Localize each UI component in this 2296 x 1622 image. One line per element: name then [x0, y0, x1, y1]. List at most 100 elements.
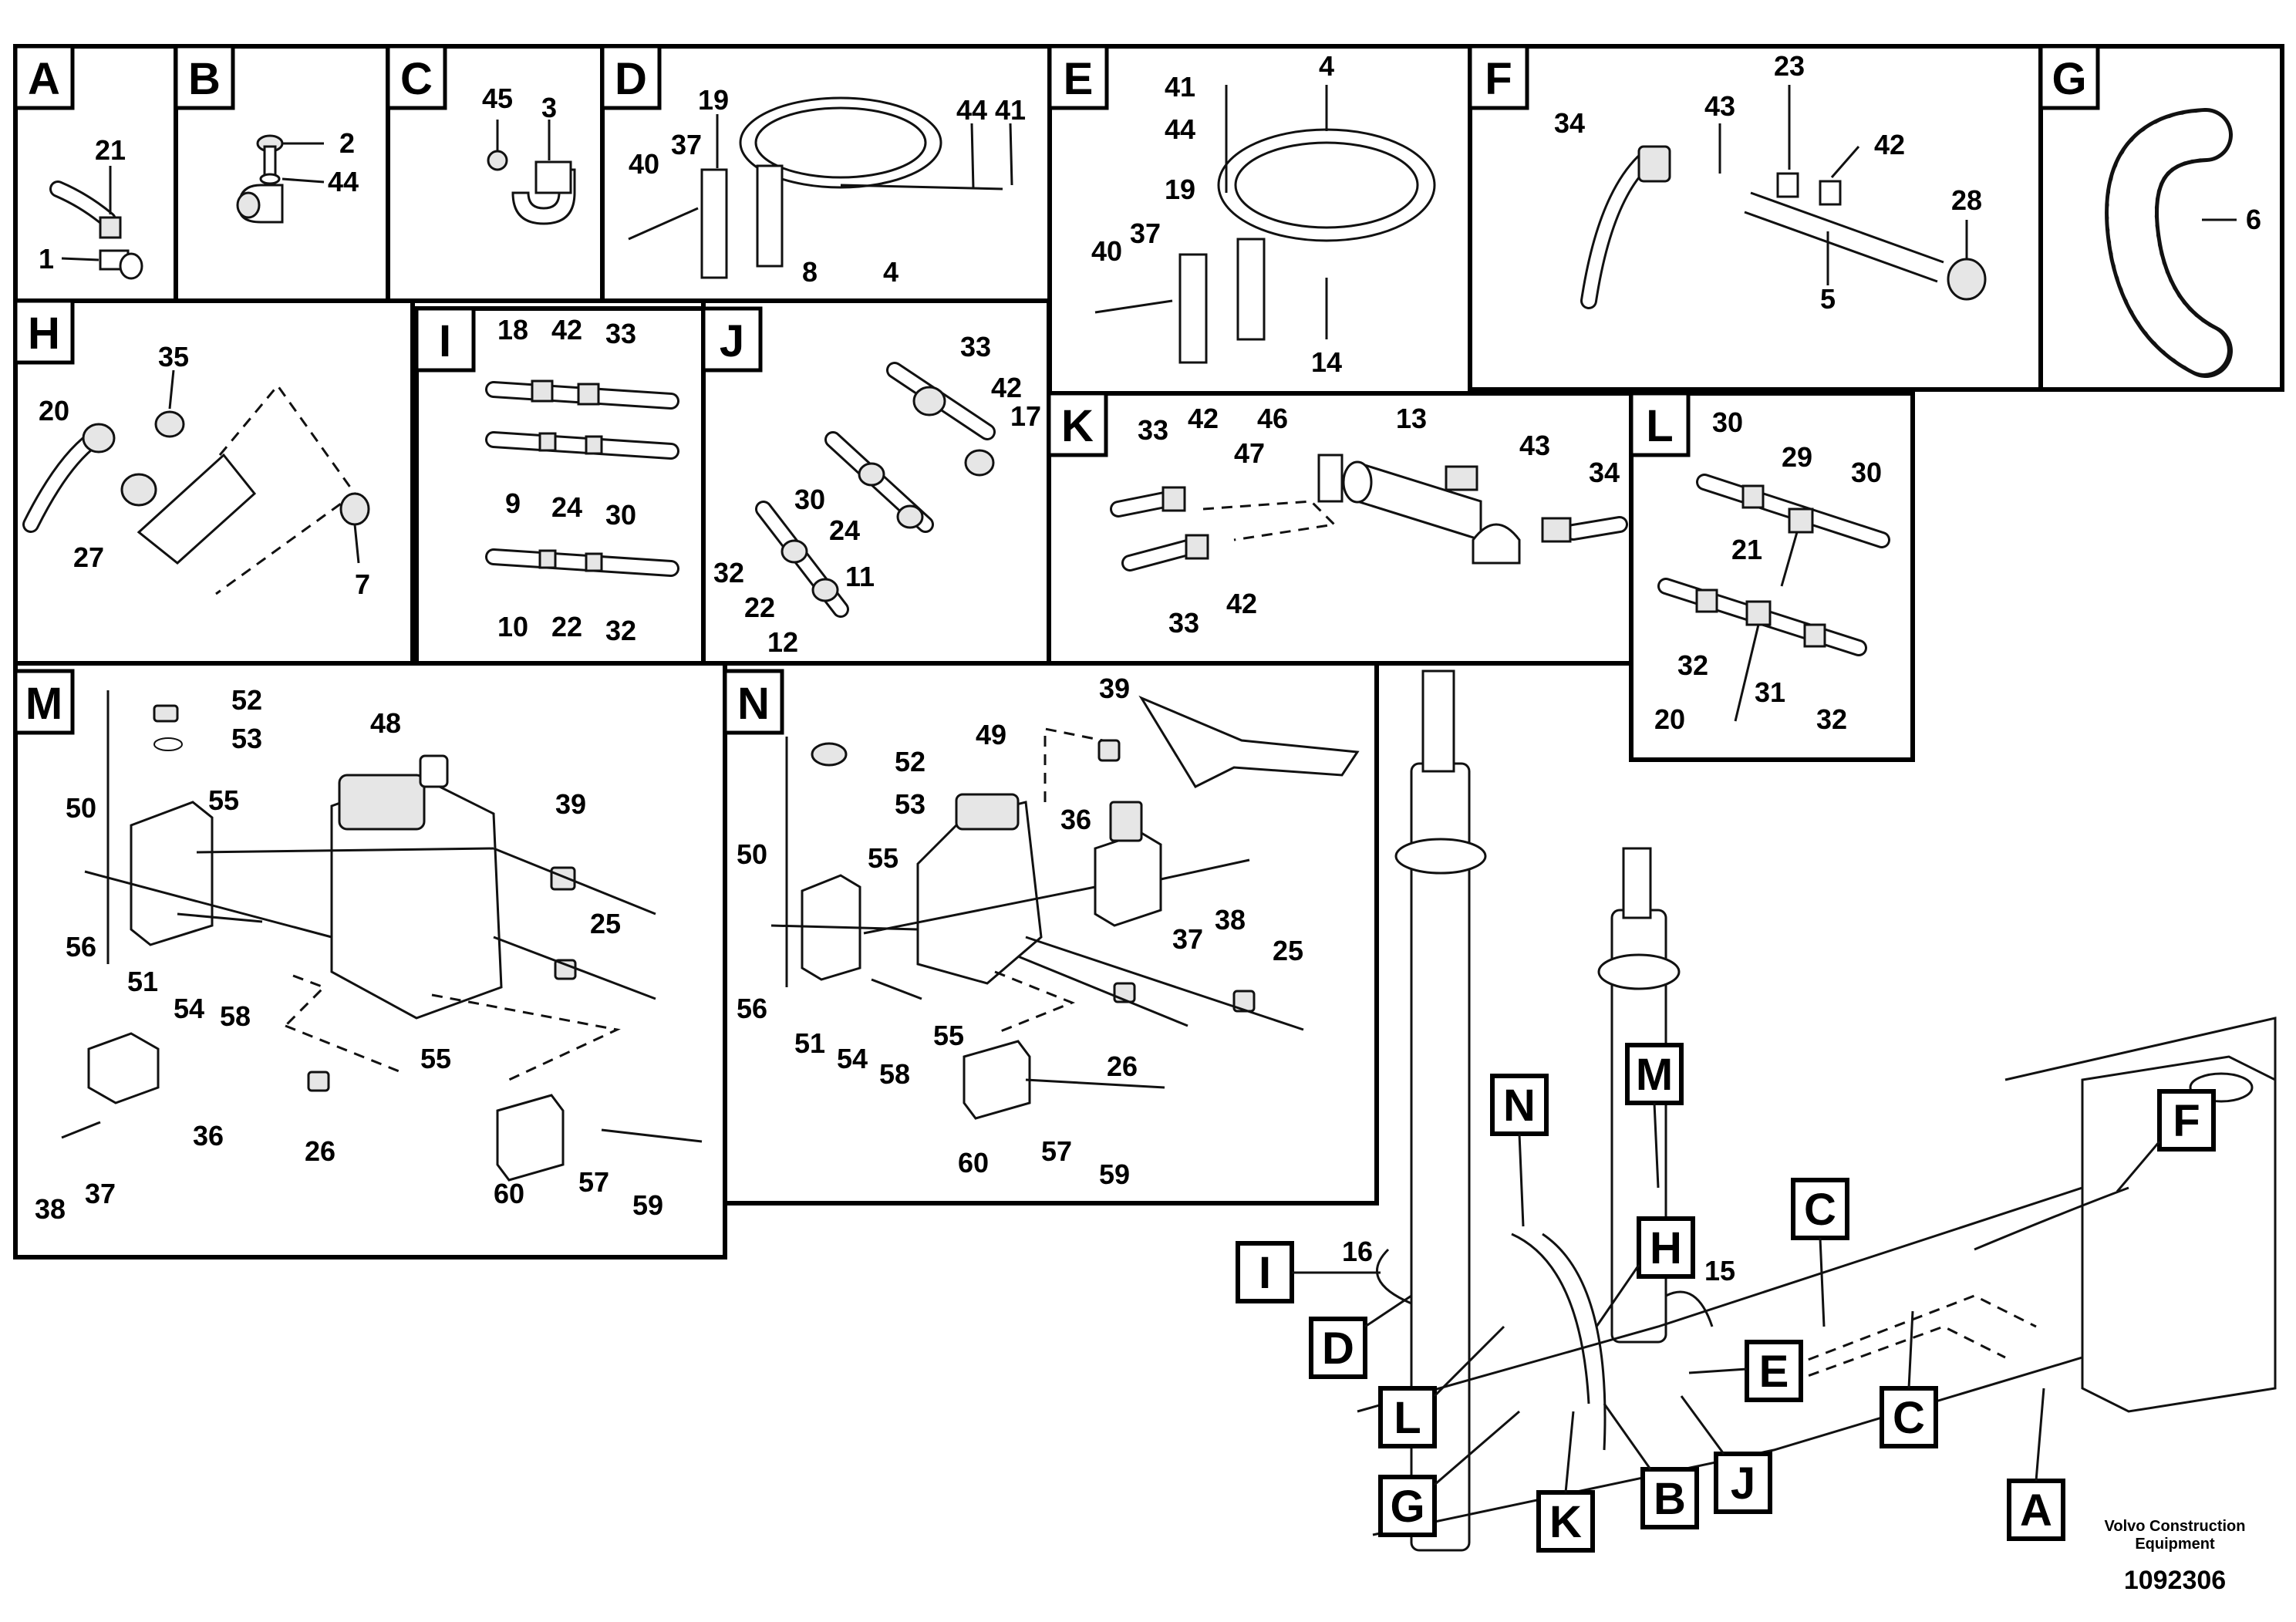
item-m-36: 36 [193, 1120, 224, 1152]
callout-m: M [1625, 1043, 1684, 1189]
panel-n: N 39 52 49 53 50 55 36 38 [723, 661, 1379, 1206]
item-b-44: 44 [328, 166, 359, 197]
item-c-3: 3 [541, 92, 557, 123]
item-k-47: 47 [1234, 437, 1265, 469]
item-n-52: 52 [895, 746, 925, 777]
item-j-17: 17 [1010, 400, 1041, 432]
item-f-28: 28 [1951, 184, 1982, 216]
svg-text:K: K [1549, 1497, 1582, 1547]
item-i-10: 10 [497, 611, 528, 642]
item-n-39: 39 [1099, 673, 1130, 704]
callout-c-lower: C [1880, 1310, 1938, 1448]
item-n-49: 49 [976, 719, 1006, 750]
svg-text:J: J [1731, 1458, 1755, 1509]
panel-m: M 52 53 48 50 55 39 56 25 [13, 661, 727, 1259]
item-i-18: 18 [497, 314, 528, 346]
item-j-12: 12 [767, 626, 798, 658]
panel-d: D 19 44 41 40 37 8 4 [600, 44, 1052, 303]
item-m-51: 51 [127, 966, 158, 997]
panel-a: A 21 1 [13, 44, 178, 303]
callout-j: J [1680, 1395, 1772, 1514]
callout-a: A [2007, 1388, 2065, 1541]
item-e-14: 14 [1311, 346, 1342, 378]
item-n-36: 36 [1060, 804, 1091, 835]
item-n-55: 55 [868, 842, 899, 874]
item-m-54: 54 [174, 993, 204, 1024]
callout-k: K [1536, 1411, 1595, 1553]
panel-b-label: B [188, 54, 221, 104]
panel-b: B 2 44 [174, 44, 390, 303]
item-m-55b: 55 [420, 1043, 451, 1074]
item-m-58: 58 [220, 1000, 251, 1032]
panel-i-label: I [439, 316, 451, 366]
item-e-44: 44 [1165, 113, 1195, 145]
item-h-7: 7 [355, 568, 370, 600]
brand-line-1: Volvo Construction [2105, 1518, 2246, 1535]
item-k-43: 43 [1519, 430, 1550, 461]
item-m-52: 52 [231, 684, 262, 716]
svg-text:C: C [1893, 1393, 1925, 1443]
panel-n-label: N [737, 679, 770, 729]
item-m-26: 26 [305, 1135, 335, 1167]
item-overview-15: 15 [1704, 1255, 1735, 1286]
item-d-40: 40 [629, 148, 659, 180]
item-j-30: 30 [794, 484, 825, 515]
item-j-22: 22 [744, 592, 775, 623]
item-overview-16: 16 [1342, 1236, 1373, 1267]
svg-text:L: L [1394, 1393, 1421, 1443]
panel-i: I 18 42 33 9 24 30 10 22 32 [414, 306, 706, 666]
item-l-31: 31 [1755, 676, 1785, 708]
item-k-46: 46 [1257, 403, 1288, 434]
item-f-34: 34 [1554, 107, 1585, 139]
item-i-22: 22 [551, 611, 582, 642]
item-n-55b: 55 [933, 1020, 964, 1051]
callout-c-upper: C [1791, 1178, 1849, 1327]
item-l-29: 29 [1782, 441, 1812, 473]
item-n-50: 50 [737, 838, 767, 870]
item-n-53: 53 [895, 788, 925, 820]
item-e-4: 4 [1319, 50, 1334, 82]
item-k-42: 42 [1188, 403, 1219, 434]
item-m-55: 55 [208, 784, 239, 816]
panel-l-label: L [1646, 401, 1673, 451]
item-m-25: 25 [590, 908, 621, 939]
panel-k-label: K [1061, 401, 1094, 451]
item-m-60: 60 [494, 1178, 524, 1209]
item-e-41: 41 [1165, 71, 1195, 103]
item-k-34: 34 [1589, 457, 1620, 488]
item-l-20: 20 [1654, 703, 1685, 735]
item-i-42: 42 [551, 314, 582, 346]
callout-n: N [1490, 1074, 1549, 1227]
svg-text:E: E [1759, 1347, 1789, 1397]
callout-i: I [1236, 1241, 1381, 1303]
item-i-32: 32 [605, 615, 636, 646]
item-n-56: 56 [737, 993, 767, 1024]
item-d-44: 44 [956, 94, 987, 126]
item-e-37: 37 [1130, 218, 1161, 249]
item-m-37: 37 [85, 1178, 116, 1209]
svg-text:B: B [1654, 1474, 1686, 1524]
item-e-40: 40 [1091, 235, 1122, 267]
item-i-9: 9 [505, 487, 521, 519]
item-l-30: 30 [1712, 406, 1743, 438]
callout-d: D [1309, 1294, 1412, 1379]
svg-text:A: A [2020, 1485, 2052, 1536]
item-l-32: 32 [1677, 649, 1708, 681]
brand-line-2: Equipment [2135, 1536, 2215, 1553]
item-d-41: 41 [995, 94, 1026, 126]
item-l-32b: 32 [1816, 703, 1847, 735]
item-h-20: 20 [39, 395, 69, 427]
item-d-4: 4 [883, 256, 899, 288]
item-i-30: 30 [605, 499, 636, 531]
item-n-25: 25 [1273, 935, 1303, 966]
panel-d-label: D [615, 54, 647, 104]
overview-callouts: N M I H C F D [1236, 1043, 2216, 1553]
callout-f: F [2116, 1089, 2216, 1192]
panel-l: L 30 29 30 21 32 31 32 20 [1629, 391, 1915, 762]
item-m-48: 48 [370, 707, 401, 739]
callout-g: G [1378, 1410, 1520, 1537]
item-b-2: 2 [339, 127, 355, 159]
callout-l: L [1378, 1325, 1505, 1448]
overview-machine: 16 15 [1342, 669, 2277, 1552]
